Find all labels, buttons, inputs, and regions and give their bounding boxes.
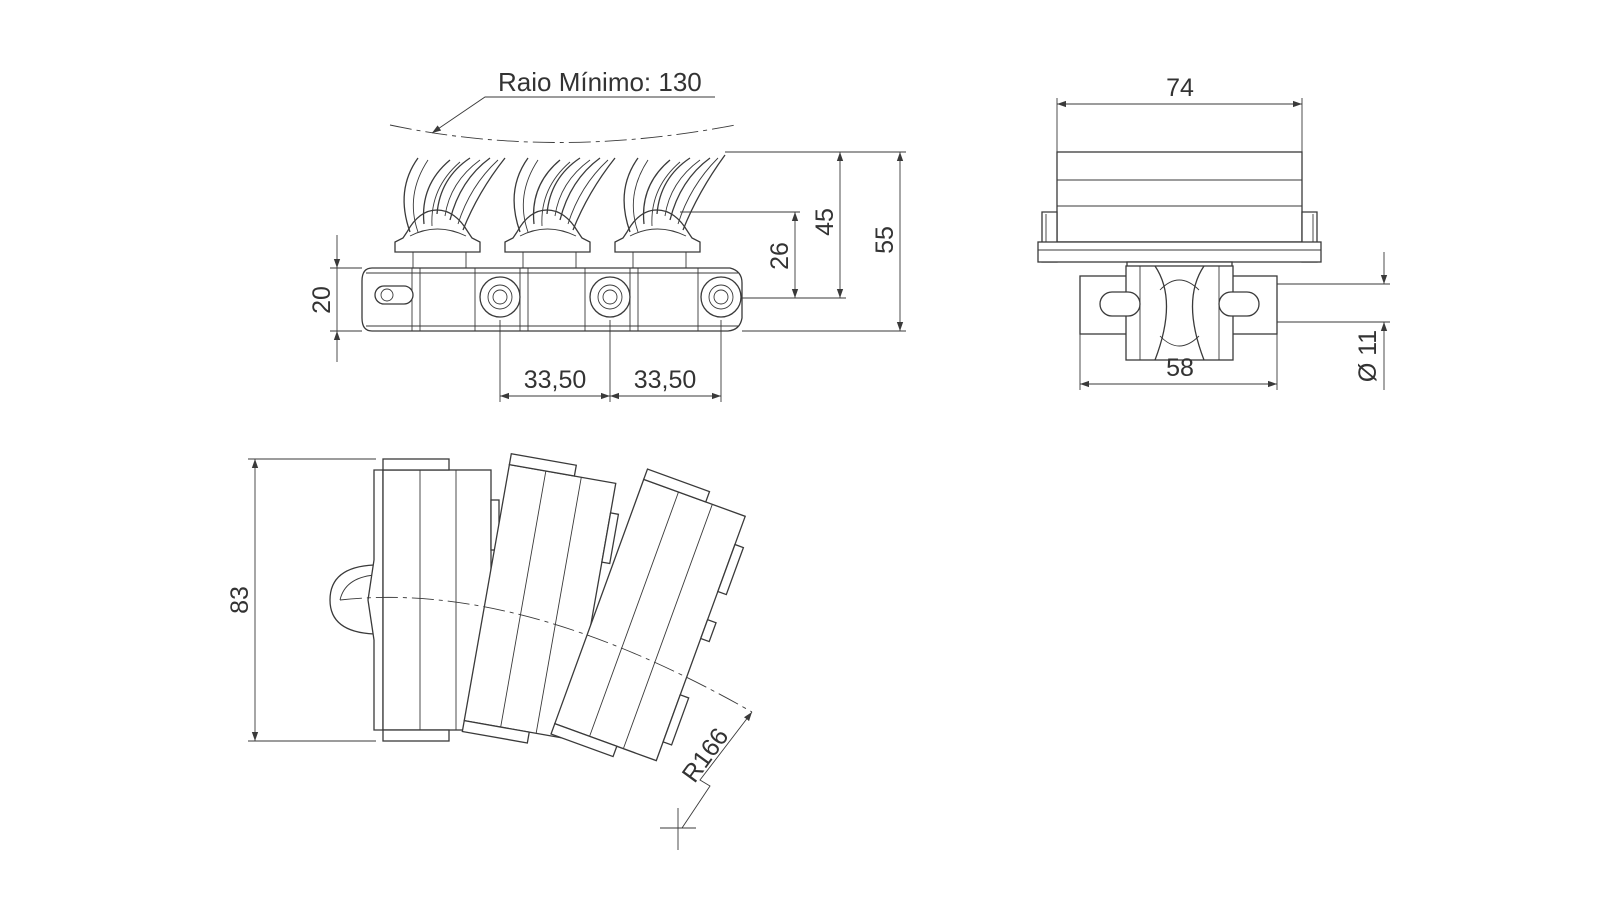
dim-label-26: 26 — [766, 242, 794, 270]
dim-top-83: 83 — [226, 458, 376, 742]
dim-label-11: Ø 11 — [1354, 330, 1382, 382]
top-module-1 — [382, 458, 500, 742]
dim-front-74: 74 — [1056, 74, 1303, 152]
dim-label-pitch-1: 33,50 — [524, 366, 587, 394]
dim-label-pitch-2: 33,50 — [634, 366, 697, 394]
chain-base — [361, 267, 743, 332]
dim-label-58: 58 — [1166, 354, 1194, 382]
top-module-3 — [550, 468, 747, 762]
dim-label-45: 45 — [811, 208, 839, 236]
dim-label-r166: R166 — [677, 723, 735, 788]
min-radius-leader — [431, 96, 715, 134]
min-radius-label: Raio Mínimo: 130 — [498, 67, 702, 97]
dim-label-74: 74 — [1166, 74, 1194, 102]
dim-side-26: 26 — [680, 211, 800, 299]
dim-side-pitch: 33,50 33,50 — [499, 320, 722, 402]
side-view: Raio Mínimo: 130 — [308, 67, 906, 402]
min-radius-arc — [389, 124, 736, 143]
top-centerline — [339, 596, 753, 713]
dim-label-55: 55 — [871, 226, 899, 254]
top-plates — [394, 154, 726, 268]
dim-side-55: 55 — [742, 151, 906, 332]
front-view: 74 58 Ø 11 — [1037, 74, 1390, 390]
dim-side-20: 20 — [308, 235, 362, 362]
chain-bushings — [479, 276, 742, 318]
dim-label-83: 83 — [226, 586, 254, 614]
top-view: 83 R166 — [226, 453, 753, 850]
dim-front-58: 58 — [1079, 334, 1278, 390]
dim-front-11: Ø 11 — [1277, 252, 1390, 390]
dim-side-45: 45 — [725, 151, 846, 299]
dim-label-20: 20 — [308, 286, 336, 314]
